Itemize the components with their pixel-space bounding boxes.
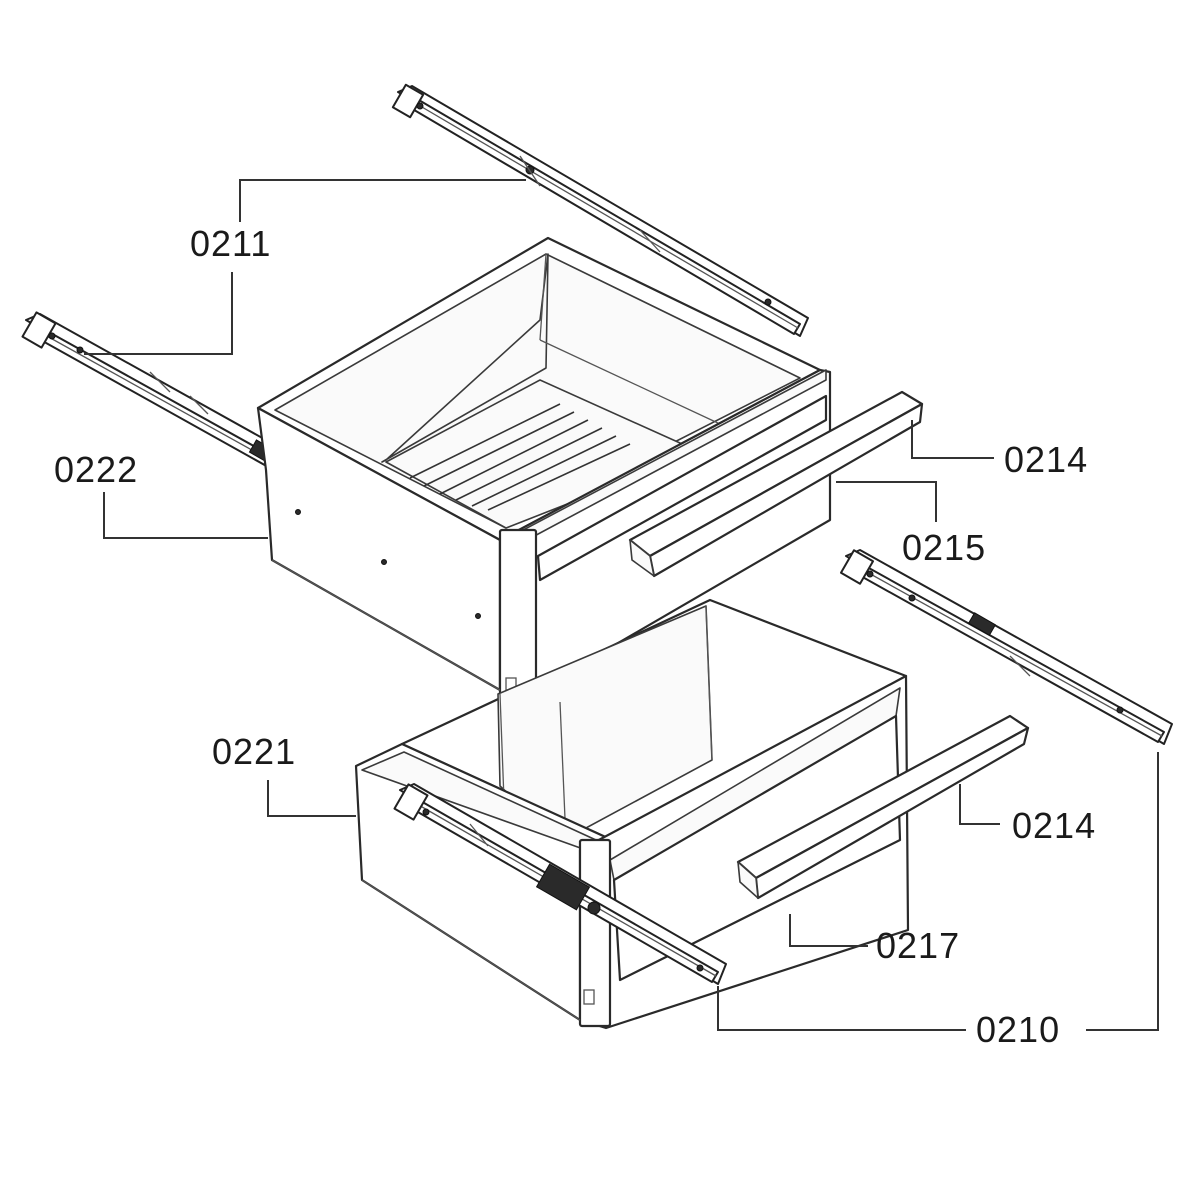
leader-0217 xyxy=(789,914,868,947)
leader-0214-lower xyxy=(959,784,1000,825)
leader-0222 xyxy=(103,492,268,539)
leader-0210-right xyxy=(1086,752,1159,1031)
leader-0211 xyxy=(239,179,526,222)
label-0214-upper: 0214 xyxy=(1004,439,1088,480)
leader-0221 xyxy=(267,780,356,817)
handle-0214-lower xyxy=(736,714,1030,900)
label-0214-lower: 0214 xyxy=(1012,805,1096,846)
rail-0210-right xyxy=(839,549,1173,745)
leader-0214-upper xyxy=(911,420,994,459)
lower-drawer xyxy=(354,598,910,1030)
label-0215: 0215 xyxy=(902,527,986,568)
label-0211: 0211 xyxy=(190,223,271,264)
label-0221: 0221 xyxy=(212,731,296,772)
label-0210: 0210 xyxy=(976,1009,1060,1050)
label-0222: 0222 xyxy=(54,449,138,490)
leader-0215 xyxy=(836,481,937,522)
leader-0210-left xyxy=(717,986,966,1031)
handle-0214-upper xyxy=(628,390,924,578)
leader-0211-lower xyxy=(84,272,233,355)
rail-0211-upper xyxy=(391,83,809,337)
label-0217: 0217 xyxy=(876,925,960,966)
rail-0210-left xyxy=(393,783,727,985)
